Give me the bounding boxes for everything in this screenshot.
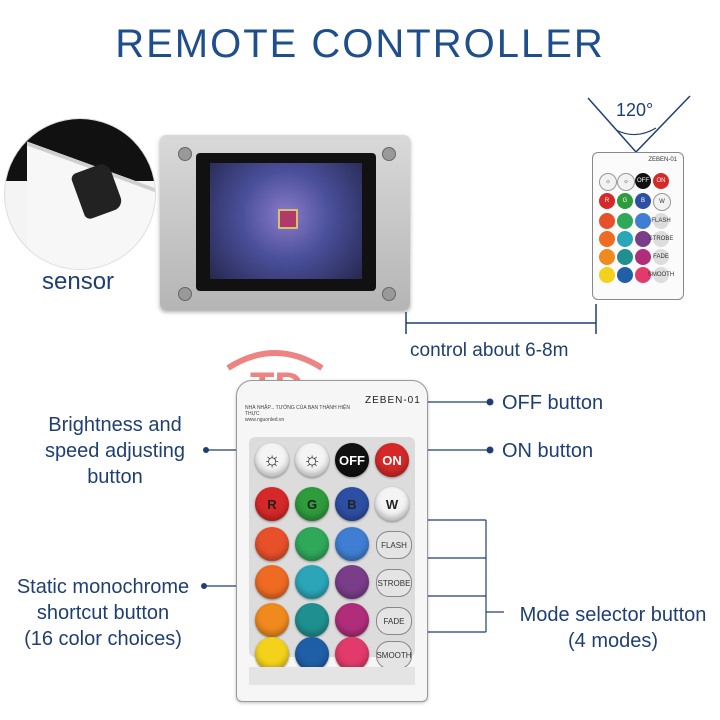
blue-button[interactable]: B	[335, 487, 369, 521]
small-off-button: OFF	[635, 173, 651, 189]
small-white-button: W	[653, 193, 671, 211]
small-color-button	[599, 249, 615, 265]
sun-icon: ☼	[262, 448, 282, 471]
remote-bottom-strip	[249, 667, 415, 685]
angle-label: 120°	[616, 100, 654, 120]
color-button[interactable]	[295, 637, 329, 671]
screw-icon	[382, 287, 396, 301]
screw-icon	[178, 147, 192, 161]
small-brightness-down-button: ☼	[617, 173, 635, 191]
sun-icon: ☼	[302, 448, 322, 471]
small-brightness-up-button: ☼	[599, 173, 617, 191]
small-color-button	[599, 231, 615, 247]
flood-light	[160, 135, 410, 310]
white-button[interactable]: W	[375, 487, 409, 521]
small-color-button	[635, 249, 651, 265]
off-button[interactable]: OFF	[335, 443, 369, 477]
color-button[interactable]	[295, 603, 329, 637]
small-green-button: G	[617, 193, 633, 209]
small-color-button	[617, 267, 633, 283]
small-color-button	[617, 231, 633, 247]
page-title: REMOTE CONTROLLER	[115, 22, 605, 66]
small-fade-button: FADE	[653, 249, 669, 265]
static-color-callout: Static monochrome shortcut button (16 co…	[16, 576, 190, 650]
screw-icon	[382, 147, 396, 161]
small-smooth-button: SMOOTH	[648, 267, 674, 283]
small-blue-button: B	[635, 193, 651, 209]
color-button[interactable]	[335, 527, 369, 561]
smooth-button[interactable]: SMOOTH	[376, 641, 412, 669]
color-button[interactable]	[335, 565, 369, 599]
small-strobe-button: STROBE	[649, 231, 673, 247]
button-panel: ☼ ☼ OFF ON R G B W FLASH STROBE FADE SMO…	[249, 437, 415, 671]
fade-button[interactable]: FADE	[376, 607, 412, 635]
small-remote-brand: ZEBEN-01	[648, 157, 677, 163]
screw-icon	[178, 287, 192, 301]
distance-label: control about 6-8m	[410, 340, 569, 361]
brightness-up-button[interactable]: ☼	[255, 443, 289, 477]
small-color-button	[617, 213, 633, 229]
off-callout: OFF button	[502, 392, 604, 414]
color-button[interactable]	[335, 637, 369, 671]
small-remote: ZEBEN-01 ☼ ☼ OFF ON R G B W FLASH STROBE…	[592, 152, 684, 300]
remote-brand: ZEBEN-01	[365, 395, 421, 406]
small-flash-button: FLASH	[651, 213, 671, 229]
small-red-button: R	[599, 193, 615, 209]
main-remote: NHÀ NHẬP... TƯỞNG CỦA BẠN THÀNH HIỆN THỰ…	[236, 380, 428, 702]
flood-light-lens	[210, 163, 362, 279]
color-button[interactable]	[295, 527, 329, 561]
green-button[interactable]: G	[295, 487, 329, 521]
flash-button[interactable]: FLASH	[376, 531, 412, 559]
brand-tagline: NHÀ NHẬP... TƯỞNG CỦA BẠN THÀNH HIỆN THỰ…	[245, 405, 350, 423]
brightness-callout: Brightness and speed adjusting button	[44, 414, 186, 488]
color-button[interactable]	[255, 527, 289, 561]
small-on-button: ON	[653, 173, 669, 189]
sensor-closeup	[4, 118, 156, 270]
flood-light-bezel	[196, 153, 376, 291]
brightness-down-button[interactable]: ☼	[295, 443, 329, 477]
red-button[interactable]: R	[255, 487, 289, 521]
small-color-button	[617, 249, 633, 265]
color-button[interactable]	[255, 637, 289, 671]
small-color-button	[635, 231, 651, 247]
small-color-button	[599, 213, 615, 229]
small-remote-buttons: ☼ ☼ OFF ON R G B W FLASH STROBE FADE SMO…	[599, 173, 677, 283]
on-button[interactable]: ON	[375, 443, 409, 477]
small-color-button	[635, 213, 651, 229]
mode-selector-callout: Mode selector button (4 modes)	[519, 604, 707, 652]
small-color-button	[635, 267, 651, 283]
color-button[interactable]	[255, 565, 289, 599]
led-chip	[278, 209, 298, 229]
sensor-label: sensor	[42, 268, 115, 295]
color-button[interactable]	[335, 603, 369, 637]
on-callout: ON button	[502, 440, 594, 462]
strobe-button[interactable]: STROBE	[376, 569, 412, 597]
color-button[interactable]	[255, 603, 289, 637]
small-color-button	[599, 267, 615, 283]
color-button[interactable]	[295, 565, 329, 599]
